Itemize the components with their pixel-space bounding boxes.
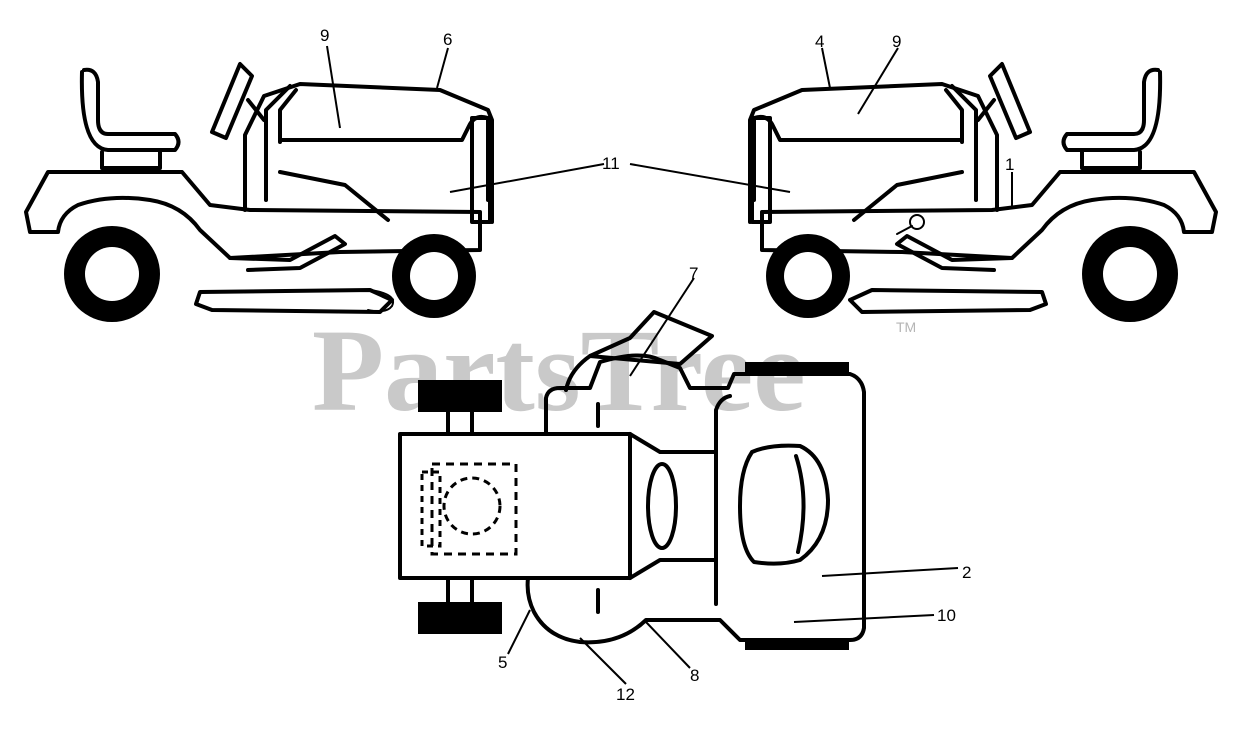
leader-12	[579, 637, 627, 685]
leader-6	[436, 47, 449, 89]
left-hood-lower-edge	[278, 170, 390, 222]
callout-numbers: 9 6 4 9 11 1 7 2 10 5 8 12	[320, 26, 1014, 704]
right-front-hub	[784, 252, 832, 300]
right-hood-panel	[752, 114, 964, 202]
callout-9-left: 9	[320, 26, 329, 45]
left-dash-front	[264, 84, 292, 202]
top-seat	[398, 432, 632, 580]
callout-8: 8	[690, 666, 699, 685]
top-axle-stubs	[446, 410, 474, 604]
leader-11-right	[629, 163, 791, 193]
left-seat-base	[100, 150, 162, 170]
top-fuel-cap-side	[420, 470, 442, 548]
left-side-view-tractor	[24, 62, 494, 322]
right-dash-inner	[944, 88, 964, 144]
right-side-view-tractor	[748, 62, 1218, 322]
left-steering-wheel	[210, 62, 254, 140]
top-body-outline	[525, 353, 866, 645]
top-hood-oval-inner	[794, 454, 806, 554]
left-hood-panel	[278, 114, 490, 202]
top-fuel-cap-area	[430, 462, 518, 556]
callout-4: 4	[815, 32, 824, 51]
leader-7	[629, 277, 695, 377]
leader-lines	[326, 45, 1013, 685]
left-footrest	[228, 234, 347, 272]
leader-2	[821, 567, 959, 577]
callout-1: 1	[1005, 155, 1014, 174]
right-mower-deck	[848, 288, 1048, 314]
watermark-text: PartsTree	[312, 305, 806, 436]
top-chute-mount	[564, 354, 592, 392]
top-rear-tire-upper	[418, 380, 502, 412]
top-discharge-chute	[588, 310, 714, 366]
right-seat-base	[1080, 150, 1142, 170]
left-dash-inner	[278, 88, 298, 144]
top-dash	[628, 432, 718, 580]
right-lift-lever	[896, 225, 913, 235]
callout-6: 6	[443, 30, 452, 49]
right-hood-lower-edge	[852, 170, 964, 222]
left-seat	[79, 67, 181, 152]
top-steering-wheel	[646, 462, 678, 550]
right-steering-wheel	[988, 62, 1032, 140]
callout-7: 7	[689, 264, 698, 283]
left-rear-fender	[24, 170, 482, 260]
callout-9-right: 9	[892, 32, 901, 51]
callout-11: 11	[602, 154, 620, 173]
right-footrest	[895, 234, 1014, 272]
leader-4	[821, 47, 831, 89]
right-grille	[750, 116, 772, 224]
left-rear-hub	[85, 247, 139, 301]
right-lift-lever-knob	[909, 214, 925, 230]
watermark: PartsTree TM	[312, 305, 916, 436]
top-fuel-cap	[442, 476, 502, 536]
left-deck-chute	[367, 289, 394, 313]
leader-10	[793, 614, 935, 623]
leader-11-left	[449, 163, 605, 193]
right-rear-hub	[1103, 247, 1157, 301]
left-front-hub	[410, 252, 458, 300]
leader-9-right	[857, 47, 899, 115]
callout-12: 12	[616, 685, 635, 704]
right-dash-front	[950, 84, 978, 202]
top-rear-tire-lower	[418, 602, 502, 634]
callout-2: 2	[962, 563, 971, 582]
top-hood-rear-edge	[714, 394, 732, 606]
leader-8	[645, 621, 691, 669]
top-view-tractor	[398, 310, 866, 650]
callout-10: 10	[937, 606, 956, 625]
top-hood-oval	[738, 443, 830, 566]
right-seat	[1061, 67, 1163, 152]
callout-5: 5	[498, 653, 507, 672]
right-rear-fender	[760, 170, 1218, 260]
watermark-trademark: TM	[896, 319, 916, 335]
leader-9-left	[326, 45, 341, 129]
leader-5	[507, 609, 531, 655]
